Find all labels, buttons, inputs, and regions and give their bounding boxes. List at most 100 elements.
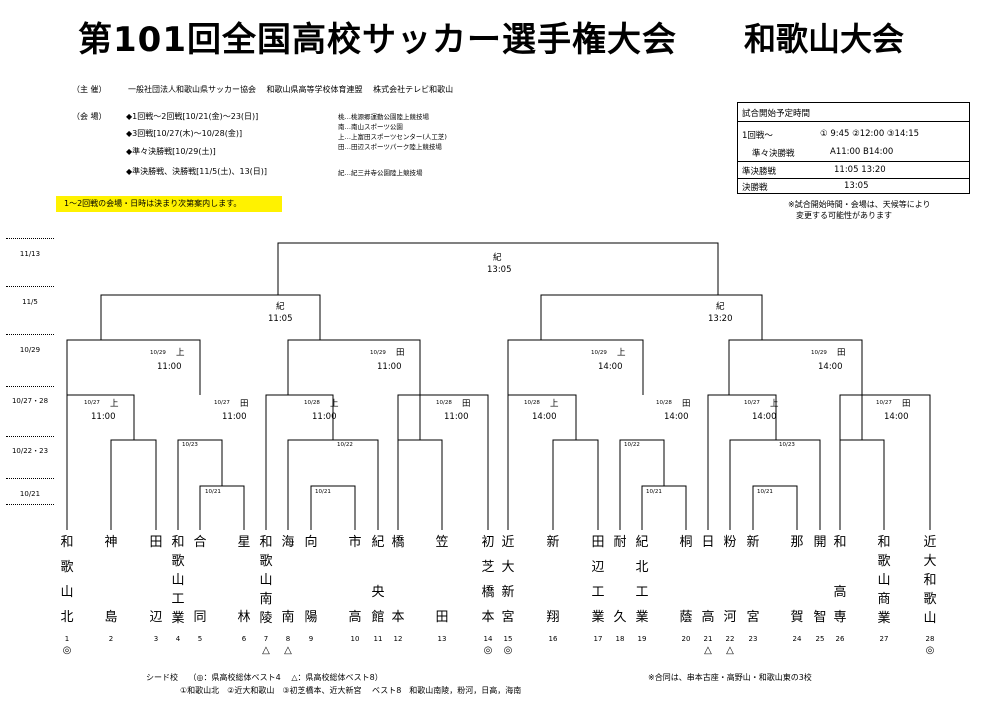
- venue-3: 上…上富田スポーツセンター(人工芝): [338, 133, 447, 141]
- final-time: 13:05: [487, 265, 512, 275]
- r1-label: 1回戦～: [742, 131, 773, 141]
- r2-date-3: 10/22: [624, 442, 640, 448]
- team-number: 7: [263, 635, 269, 643]
- qf1-date: 10/29: [150, 350, 166, 356]
- qf2-date: 10/29: [370, 350, 386, 356]
- seed-mark: ◎: [925, 645, 935, 656]
- team-number: 5: [197, 635, 203, 643]
- r3-1-time: 11:00: [91, 412, 116, 422]
- qf2-venue: 田: [396, 348, 405, 358]
- venue-1: 桃…桃源郷運動公園陸上競技場: [338, 113, 429, 121]
- team-name: 新翔: [546, 535, 560, 625]
- qf-label: 準々決勝戦: [752, 149, 795, 159]
- team-number: 28: [925, 635, 935, 643]
- team-name: 海南: [281, 535, 295, 625]
- team-name: 桐蔭: [679, 535, 693, 625]
- team-name: 初芝橋本: [481, 535, 495, 625]
- team-name: 笠田: [435, 535, 449, 625]
- team-number: 21: [703, 635, 713, 643]
- team-name: 紀央館: [371, 535, 385, 625]
- seed-mark: ◎: [483, 645, 493, 656]
- team-name: 合同: [193, 535, 207, 625]
- team-number: 19: [637, 635, 647, 643]
- seed-mark: ◎: [62, 645, 72, 656]
- team-number: 3: [153, 635, 159, 643]
- r2-date-1: 10/23: [182, 442, 198, 448]
- r3-8-date: 10/27: [876, 400, 892, 406]
- side-date-final: 11/13: [4, 238, 56, 258]
- sf-label: 準決勝戦: [742, 167, 777, 177]
- final-venue-label: 紀: [493, 253, 502, 263]
- r1-date-3: 10/21: [646, 489, 662, 495]
- team-name: 和高専: [833, 535, 847, 625]
- team-name: 新宮: [746, 535, 760, 625]
- r3-6-venue: 田: [682, 399, 691, 409]
- team-number: 26: [835, 635, 845, 643]
- r3-3-time: 11:00: [312, 412, 337, 422]
- team-name: 近大新宮: [501, 535, 515, 625]
- team-name: 粉河: [723, 535, 737, 625]
- host-label: （主 催）: [72, 85, 107, 94]
- r1-date-1: 10/21: [205, 489, 221, 495]
- team-name: 向陽: [304, 535, 318, 625]
- seed-mark: ◎: [503, 645, 513, 656]
- qf3-date: 10/29: [591, 350, 607, 356]
- team-number: 4: [175, 635, 181, 643]
- team-number: 24: [792, 635, 802, 643]
- team-number: 17: [593, 635, 603, 643]
- round-1-2: ◆1回戦～2回戦[10/21(金)～23(日)]: [126, 112, 259, 121]
- team-name: 近大和歌山: [923, 535, 937, 626]
- team-number: 13: [437, 635, 447, 643]
- r1-times: ① 9:45 ②12:00 ③14:15: [820, 129, 920, 139]
- venue-2: 南…南山スポーツ公園: [338, 123, 403, 131]
- team-number: 15: [503, 635, 513, 643]
- team-name: 和歌山工業: [171, 535, 185, 626]
- side-date-sf: 11/5: [4, 286, 56, 306]
- r1-date-2: 10/21: [315, 489, 331, 495]
- notice-banner: 1～2回戦の会場・日時は決まり次第案内します。: [56, 196, 282, 212]
- round-qf: ◆準々決勝戦[10/29(土)]: [126, 147, 216, 156]
- footer-note: ※合同は、串本古座・高野山・和歌山東の3校: [648, 673, 812, 682]
- team-name: 市高: [348, 535, 362, 625]
- team-name: 那賀: [790, 535, 804, 625]
- r3-6-time: 14:00: [664, 412, 689, 422]
- r3-8-venue: 田: [902, 399, 911, 409]
- r3-7-venue: 上: [770, 399, 779, 409]
- r3-1-date: 10/27: [84, 400, 100, 406]
- r3-2-date: 10/27: [214, 400, 230, 406]
- team-number: 11: [373, 635, 383, 643]
- team-number: 12: [393, 635, 403, 643]
- team-number: 20: [681, 635, 691, 643]
- r3-3-date: 10/28: [304, 400, 320, 406]
- team-number: 9: [308, 635, 314, 643]
- side-date-qf: 10/29: [4, 334, 56, 354]
- team-name: 橋本: [391, 535, 405, 625]
- team-name: 田辺工業: [591, 535, 605, 625]
- f-label: 決勝戦: [742, 183, 768, 193]
- seed-mark: △: [284, 645, 292, 656]
- venue-label: （会 場）: [72, 112, 107, 121]
- qf3-time: 14:00: [598, 362, 623, 372]
- team-number: 27: [879, 635, 889, 643]
- team-name: 耐久: [613, 535, 627, 625]
- team-name: 日高: [701, 535, 715, 625]
- sf2-time: 13:20: [708, 314, 733, 324]
- side-date-r3: 10/27・28: [4, 386, 56, 406]
- schedule-box: 試合開始予定時間 1回戦～ ① 9:45 ②12:00 ③14:15 準々決勝戦…: [737, 102, 970, 194]
- r3-2-time: 11:00: [222, 412, 247, 422]
- qf2-time: 11:00: [377, 362, 402, 372]
- venue-4: 田…田辺スポーツパーク陸上競技場: [338, 143, 442, 151]
- r3-6-date: 10/28: [656, 400, 672, 406]
- r3-2-venue: 田: [240, 399, 249, 409]
- sf1-venue: 紀: [276, 302, 285, 312]
- seed-label: シード校 （◎：県高校総体ベスト4 △：県高校総体ベスト8）: [146, 673, 383, 682]
- team-name: 星林: [237, 535, 251, 625]
- qf1-time: 11:00: [157, 362, 182, 372]
- schedule-title: 試合開始予定時間: [742, 109, 811, 119]
- schedule-note-1: ※試合開始時間・会場は、天候等により: [788, 200, 931, 209]
- team-number: 1: [64, 635, 70, 643]
- seed-mark: △: [262, 645, 270, 656]
- seed-list: ①和歌山北 ②近大和歌山 ③初芝橋本、近大新宮 ベスト8 和歌山南陵，粉河，日高…: [180, 686, 522, 695]
- sf-times: 11:05 13:20: [834, 165, 886, 175]
- r3-4-date: 10/28: [436, 400, 452, 406]
